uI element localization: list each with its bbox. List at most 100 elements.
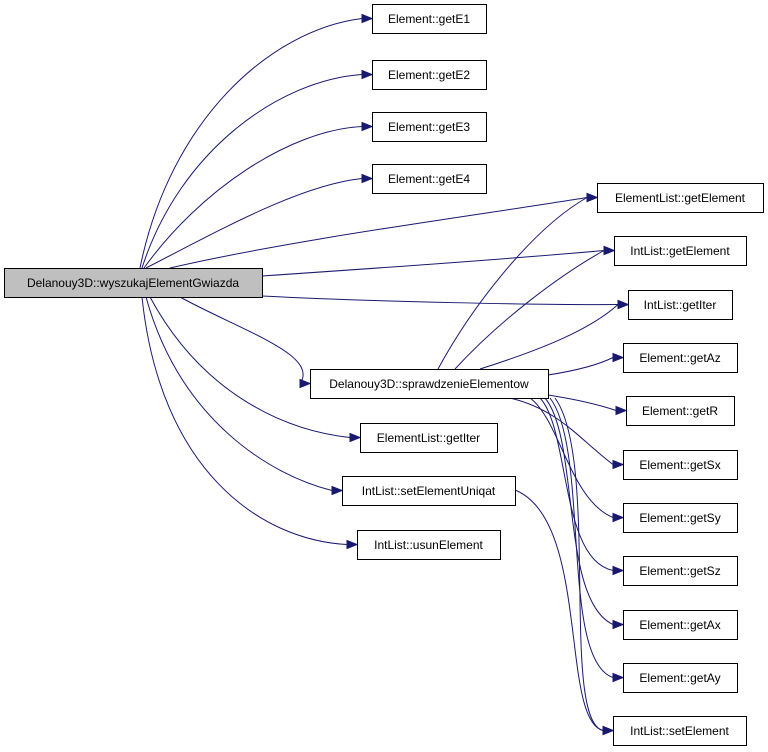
edge-root-to-getE4	[145, 178, 363, 269]
node-label: Element::getE2	[388, 68, 470, 82]
node-usunElement[interactable]: IntList::usunElement	[357, 530, 501, 560]
node-getSy[interactable]: Element::getSy	[623, 503, 738, 533]
edge-root-to-ilGetIter	[261, 295, 619, 306]
node-box[interactable]	[372, 60, 487, 90]
arrowhead-icon	[612, 512, 625, 523]
edge-sprawdzenie-to-elGetElement	[437, 197, 588, 370]
node-box[interactable]	[628, 290, 733, 320]
node-box[interactable]	[623, 450, 738, 480]
node-ilGetElement[interactable]: IntList::getElement	[614, 236, 747, 266]
node-label: Element::getAz	[639, 351, 720, 365]
node-getE4[interactable]: Element::getE4	[372, 164, 487, 194]
node-getAx[interactable]: Element::getAx	[623, 610, 738, 640]
nodes-layer: Delanouy3D::wyszukajElementGwiazdaElemen…	[4, 4, 764, 746]
node-label: IntList::setElementUniqat	[362, 484, 496, 498]
arrowhead-icon	[361, 13, 374, 24]
arrowhead-icon	[331, 485, 344, 496]
arrowhead-icon	[361, 173, 374, 184]
node-box[interactable]	[614, 236, 747, 266]
edge-root-to-getE3	[143, 126, 363, 269]
node-box[interactable]	[613, 716, 747, 746]
node-box[interactable]	[372, 164, 487, 194]
arrowhead-icon	[349, 432, 362, 443]
node-label: Element::getE1	[388, 12, 470, 26]
edge-root-to-getE2	[141, 74, 363, 269]
node-sprawdzenie[interactable]: Delanouy3D::sprawdzenieElementow	[310, 369, 549, 399]
node-box[interactable]	[623, 343, 738, 373]
node-box[interactable]	[310, 369, 549, 399]
node-box[interactable]	[360, 423, 498, 453]
arrowhead-icon	[617, 299, 630, 310]
node-label: IntList::getIter	[644, 298, 717, 312]
node-label: Element::getR	[642, 404, 718, 418]
node-box[interactable]	[623, 610, 738, 640]
node-getE3[interactable]: Element::getE3	[372, 112, 487, 142]
edge-sprawdzenie-to-getAy	[549, 397, 614, 678]
node-label: Element::getE3	[388, 120, 470, 134]
arrowhead-icon	[361, 121, 374, 132]
node-box[interactable]	[623, 503, 738, 533]
node-box[interactable]	[623, 556, 738, 586]
node-box[interactable]	[372, 4, 487, 34]
node-box[interactable]	[623, 663, 738, 693]
node-getAy[interactable]: Element::getAy	[623, 663, 738, 693]
node-label: IntList::getElement	[630, 244, 730, 258]
arrowhead-icon	[612, 565, 625, 576]
node-label: IntList::usunElement	[374, 538, 483, 552]
node-box[interactable]	[626, 396, 735, 426]
node-label: Element::getSz	[639, 564, 720, 578]
arrowhead-icon	[615, 405, 628, 416]
arrowhead-icon	[612, 459, 625, 470]
node-getE2[interactable]: Element::getE2	[372, 60, 487, 90]
edge-sprawdzenie-to-getAx	[544, 397, 614, 625]
node-ilGetIter[interactable]: IntList::getIter	[628, 290, 733, 320]
edge-sprawdzenie-to-getSx	[509, 397, 614, 465]
node-root[interactable]: Delanouy3D::wyszukajElementGwiazda	[4, 268, 263, 298]
node-label: Element::getAx	[639, 618, 720, 632]
node-elGetIter[interactable]: ElementList::getIter	[360, 423, 498, 453]
node-getR[interactable]: Element::getR	[626, 396, 735, 426]
edge-root-to-usunElement	[141, 296, 348, 545]
arrowhead-icon	[361, 69, 374, 80]
edge-sprawdzenie-to-getAz	[547, 357, 614, 376]
node-label: Delanouy3D::wyszukajElementGwiazda	[27, 276, 239, 290]
node-getSx[interactable]: Element::getSx	[623, 450, 738, 480]
node-getE1[interactable]: Element::getE1	[372, 4, 487, 34]
arrowhead-icon	[602, 725, 615, 736]
node-label: IntList::setElement	[630, 724, 729, 738]
node-label: Element::getE4	[388, 172, 470, 186]
node-label: Element::getSx	[639, 458, 720, 472]
arrowhead-icon	[603, 245, 616, 256]
edge-sprawdzenie-to-ilGetIter	[479, 304, 619, 370]
edge-root-to-getE1	[139, 18, 363, 269]
arrowhead-icon	[612, 352, 625, 363]
node-ilSetElement[interactable]: IntList::setElement	[613, 716, 747, 746]
edge-root-to-ilGetElement	[261, 250, 605, 277]
node-box[interactable]	[4, 268, 263, 298]
node-label: ElementList::getIter	[377, 431, 480, 445]
edge-sprawdzenie-to-getR	[547, 394, 617, 411]
node-box[interactable]	[342, 476, 516, 506]
node-box[interactable]	[372, 112, 487, 142]
arrowhead-icon	[346, 539, 359, 550]
edge-root-to-elGetElement	[169, 197, 588, 269]
node-getAz[interactable]: Element::getAz	[623, 343, 738, 373]
node-label: Element::getSy	[639, 511, 720, 525]
node-setElementUniqat[interactable]: IntList::setElementUniqat	[342, 476, 516, 506]
edges-layer	[139, 13, 630, 736]
edge-sprawdzenie-to-getSy	[529, 397, 614, 518]
edge-root-to-setElementUniqat	[145, 296, 333, 491]
node-elGetElement[interactable]: ElementList::getElement	[597, 183, 764, 213]
node-label: Delanouy3D::sprawdzenieElementow	[329, 377, 529, 391]
edge-setElementUniqat-to-ilSetElement	[514, 489, 604, 731]
edge-root-to-elGetIter	[149, 296, 351, 438]
node-box[interactable]	[357, 530, 501, 560]
arrowhead-icon	[299, 378, 312, 389]
arrowhead-icon	[612, 672, 625, 683]
node-label: ElementList::getElement	[615, 191, 746, 205]
node-label: Element::getAy	[639, 671, 720, 685]
node-getSz[interactable]: Element::getSz	[623, 556, 738, 586]
node-box[interactable]	[597, 183, 764, 213]
arrowhead-icon	[612, 619, 625, 630]
